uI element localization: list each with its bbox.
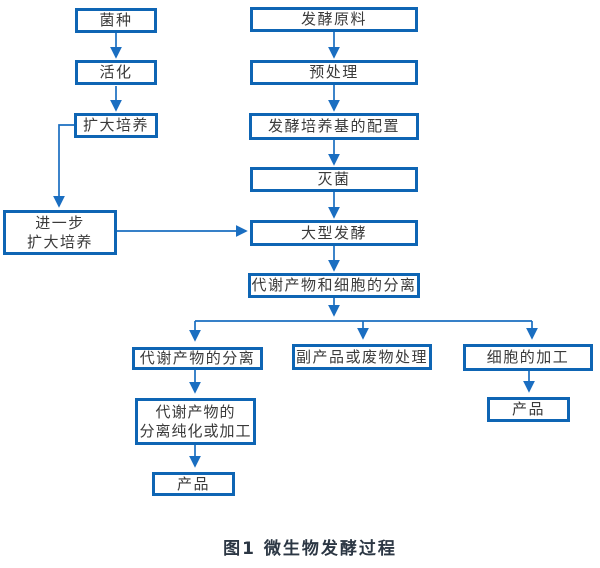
node-product-metabolite: 产品 [152,472,235,496]
node-separation-metabolites-cells: 代谢产物和细胞的分离 [248,273,420,298]
node-activation: 活化 [75,60,157,85]
node-medium-preparation: 发酵培养基的配置 [249,113,419,140]
node-cell-processing: 细胞的加工 [463,344,593,371]
node-further-expand-culture: 进一步 扩大培养 [3,210,117,255]
arrow-expand-to-further [53,124,74,208]
node-product-cell: 产品 [487,397,570,422]
node-pretreatment: 预处理 [250,60,418,85]
node-byproduct-waste: 副产品或废物处理 [292,344,432,370]
node-sterilization: 灭菌 [250,167,418,192]
node-metabolite-purification: 代谢产物的 分离纯化或加工 [135,398,256,445]
node-expand-culture: 扩大培养 [74,113,158,138]
node-strain: 菌种 [75,8,157,33]
node-large-fermentation: 大型发酵 [250,220,418,246]
figure-caption: 图1 微生物发酵过程 [223,539,397,559]
node-raw-material: 发酵原料 [250,7,418,32]
node-metabolite-separation: 代谢产物的分离 [132,347,263,370]
